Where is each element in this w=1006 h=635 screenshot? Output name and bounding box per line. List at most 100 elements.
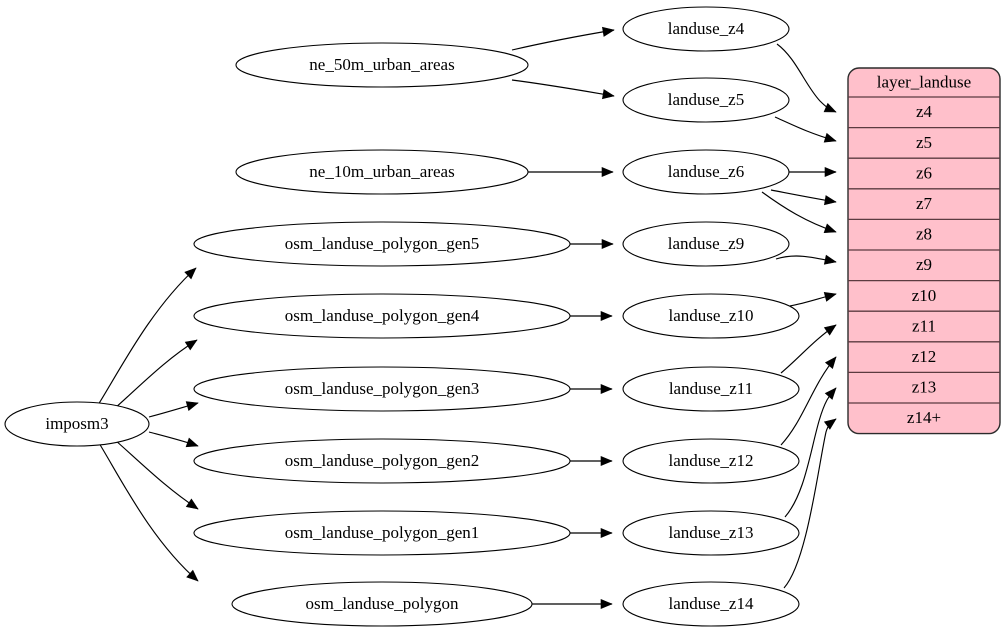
node-osm_landuse_polygon_gen3[interactable]: osm_landuse_polygon_gen3: [193, 366, 571, 412]
node-landuse_z6[interactable]: landuse_z6: [622, 149, 790, 195]
layer-landuse-row-z10[interactable]: [848, 281, 1000, 312]
source-ellipse-osm_landuse_polygon_gen1: [193, 510, 571, 556]
edge-arrowhead: [824, 195, 837, 206]
edge-arrowhead: [824, 387, 837, 400]
edge-arrowhead: [185, 437, 199, 448]
node-landuse_z4[interactable]: landuse_z4: [622, 6, 790, 52]
layer-landuse-row-z8[interactable]: [848, 219, 1000, 250]
source-ellipse-ne_10m_urban_areas: [235, 149, 529, 195]
source-ellipse-osm_landuse_polygon_gen4: [193, 293, 571, 339]
edge-imposm3-to-osm_landuse_polygon_gen1: [114, 439, 199, 510]
node-imposm3[interactable]: imposm3: [4, 401, 150, 447]
edge-imposm3-to-osm_landuse_polygon_gen5: [97, 267, 197, 406]
edge-line: [114, 439, 199, 510]
layer-landuse-row-z4[interactable]: [848, 97, 1000, 128]
node-landuse_z5[interactable]: landuse_z5: [622, 77, 790, 123]
node-osm_landuse_polygon_gen1[interactable]: osm_landuse_polygon_gen1: [193, 510, 571, 556]
edge-ne_50m_urban_areas-to-landuse_z5: [511, 79, 615, 100]
edge-arrowhead: [823, 254, 837, 265]
edge-imposm3-to-osm_landuse_polygon_gen4: [113, 339, 198, 410]
edge-line: [780, 356, 837, 446]
edge-ne_50m_urban_areas-to-landuse_z4: [511, 26, 615, 51]
edge-line: [761, 191, 837, 233]
node-osm_landuse_polygon_gen5[interactable]: osm_landuse_polygon_gen5: [193, 221, 571, 267]
intermediate-ellipse-landuse_z13: [622, 510, 800, 556]
edge-arrowhead: [600, 527, 613, 539]
node-osm_landuse_polygon[interactable]: osm_landuse_polygon: [231, 581, 533, 627]
layer-landuse-table: layer_landusez4z5z6z7z8z9z10z11z12z13z14…: [847, 67, 1001, 435]
edge-osm_landuse_polygon_gen4-to-landuse_z10: [570, 310, 613, 322]
intermediate-ellipse-landuse_z14: [622, 581, 800, 627]
edge-arrowhead: [823, 223, 837, 234]
edge-arrowhead: [823, 102, 837, 113]
layer-landuse-row-z13[interactable]: [848, 372, 1000, 403]
edge-arrowhead: [602, 26, 615, 37]
edge-arrowhead: [824, 166, 837, 178]
edge-landuse_z13-to-z13: [784, 387, 837, 518]
layer-landuse-row-z14+[interactable]: [848, 403, 1000, 434]
edge-imposm3-to-osm_landuse_polygon_gen2: [148, 431, 199, 448]
layer-landuse-row-z9[interactable]: [848, 250, 1000, 281]
edge-landuse_z11-to-z11: [780, 324, 837, 374]
edge-osm_landuse_polygon_gen2-to-landuse_z12: [570, 455, 613, 467]
edge-arrowhead: [823, 132, 837, 143]
edge-line: [511, 79, 615, 97]
edge-landuse_z12-to-z12: [780, 356, 837, 446]
edge-osm_landuse_polygon_gen3-to-landuse_z11: [570, 383, 613, 395]
edge-landuse_z6-to-z6: [789, 166, 837, 178]
node-landuse_z12[interactable]: landuse_z12: [622, 438, 800, 484]
node-landuse_z9[interactable]: landuse_z9: [622, 221, 790, 267]
node-layer: imposm3 ne_50m_urban_areas ne_10m_urban_ar…: [4, 6, 800, 627]
edge-arrowhead: [600, 383, 613, 395]
edge-arrowhead: [601, 166, 614, 178]
edge-osm_landuse_polygon_gen1-to-landuse_z13: [570, 527, 613, 539]
edge-arrowhead: [600, 598, 613, 610]
edge-landuse_z9-to-z9: [775, 254, 837, 265]
edge-layer: [97, 26, 837, 610]
edge-landuse_z4-to-z4: [776, 43, 837, 113]
layer-landuse-row-z6[interactable]: [848, 158, 1000, 189]
intermediate-ellipse-landuse_z10: [622, 293, 800, 339]
edge-arrowhead: [184, 267, 197, 280]
edge-landuse_z10-to-z10: [789, 291, 837, 307]
node-landuse_z11[interactable]: landuse_z11: [622, 366, 800, 412]
edge-ne_10m_urban_areas-to-landuse_z6: [528, 166, 614, 178]
edge-osm_landuse_polygon-to-landuse_z14: [532, 598, 613, 610]
node-osm_landuse_polygon_gen2[interactable]: osm_landuse_polygon_gen2: [193, 438, 571, 484]
edge-osm_landuse_polygon_gen5-to-landuse_z9: [570, 238, 614, 250]
edge-arrowhead: [185, 498, 199, 510]
edge-arrowhead: [184, 339, 198, 351]
edge-line: [783, 418, 837, 589]
intermediate-ellipse-landuse_z9: [622, 221, 790, 267]
layer-landuse-row-z5[interactable]: [848, 128, 1000, 159]
edge-landuse_z5-to-z5: [774, 116, 837, 143]
edge-landuse_z14-to-z14+: [783, 418, 837, 589]
layer-landuse-row-z12[interactable]: [848, 342, 1000, 373]
node-osm_landuse_polygon_gen4[interactable]: osm_landuse_polygon_gen4: [193, 293, 571, 339]
intermediate-ellipse-landuse_z12: [622, 438, 800, 484]
layer-landuse-row-z11[interactable]: [848, 311, 1000, 342]
layer-landuse-row-z7[interactable]: [848, 189, 1000, 220]
node-ne_50m_urban_areas[interactable]: ne_50m_urban_areas: [235, 42, 529, 88]
edge-arrowhead: [186, 569, 199, 582]
edge-arrowhead: [600, 455, 613, 467]
intermediate-ellipse-landuse_z4: [622, 6, 790, 52]
intermediate-ellipse-landuse_z6: [622, 149, 790, 195]
edge-landuse_z6-to-z7: [770, 189, 837, 206]
edge-imposm3-to-osm_landuse_polygon: [98, 442, 199, 582]
edge-arrowhead: [823, 324, 837, 336]
edge-line: [97, 267, 197, 406]
node-landuse_z14[interactable]: landuse_z14: [622, 581, 800, 627]
node-landuse_z10[interactable]: landuse_z10: [622, 293, 800, 339]
edge-line: [98, 442, 199, 582]
node-landuse_z13[interactable]: landuse_z13: [622, 510, 800, 556]
edge-arrowhead: [823, 418, 837, 430]
source-ellipse-osm_landuse_polygon_gen5: [193, 221, 571, 267]
intermediate-ellipse-landuse_z5: [622, 77, 790, 123]
node-ne_10m_urban_areas[interactable]: ne_10m_urban_areas: [235, 149, 529, 195]
source-ellipse-osm_landuse_polygon: [231, 581, 533, 627]
edge-arrowhead: [602, 89, 615, 100]
edge-arrowhead: [601, 238, 614, 250]
